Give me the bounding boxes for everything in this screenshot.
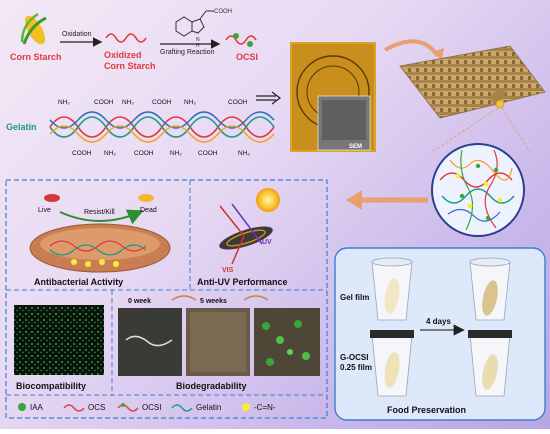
film-photo	[290, 42, 376, 152]
days-label: 4 days	[426, 317, 451, 326]
sun-icon	[256, 188, 280, 212]
legend-iaa-label: IAA	[30, 403, 44, 412]
gelatin-helix	[49, 111, 275, 143]
oxidized-label-line2: Corn Starch	[104, 61, 156, 71]
legend-ocsi-dot	[121, 403, 125, 407]
legend-ocs-swatch	[63, 404, 85, 412]
legend-ocsi-swatch	[117, 404, 139, 412]
legend-cn-label: -C=N-	[254, 403, 276, 412]
oxidized-starch-chain	[105, 33, 147, 43]
sem-label: SEM	[349, 144, 362, 150]
week0-label: 0 week	[128, 298, 151, 305]
legend-ocs-label: OCS	[88, 403, 105, 412]
group-bottom: COOH	[72, 150, 92, 157]
resist-kill-label: Resist/Kill	[84, 209, 115, 216]
vis-label: VIS	[222, 267, 234, 274]
biodegradability-images	[118, 295, 320, 376]
ocsi-label: OCSI	[236, 52, 258, 62]
food-preservation-title: Food Preservation	[387, 405, 466, 415]
group-top: NH₂	[58, 99, 70, 106]
group-top: NH₂	[122, 99, 134, 106]
grafting-label: Grafting Reaction	[160, 49, 215, 56]
molecule-h: H	[196, 43, 200, 49]
ocsi-iaa-dot	[247, 41, 253, 47]
anti-uv-title: Anti-UV Performance	[197, 277, 288, 287]
indole-molecule	[175, 10, 214, 37]
to-fabric-arrowhead	[432, 48, 444, 60]
implies-arrow	[256, 91, 281, 105]
ocsi-iaa-dot	[233, 33, 239, 39]
group-top: COOH	[228, 99, 248, 106]
woven-fabric	[399, 45, 546, 119]
anti-uv-panel	[219, 188, 280, 265]
gelatin-bottom-groups: COOH NH₂ COOH NH₂ COOH NH₂	[72, 150, 250, 157]
antibacterial-title: Antibacterial Activity	[34, 277, 123, 287]
group-bottom: NH₂	[238, 150, 250, 157]
group-top: COOH	[94, 99, 114, 106]
zoom-line	[501, 107, 531, 153]
corn-icon	[20, 12, 47, 45]
antibacterial-panel	[29, 194, 171, 273]
food-cups	[370, 257, 512, 397]
biocompatibility-title: Biocompatibility	[16, 381, 86, 391]
gocsi-label-line1: G-OCSI	[340, 353, 368, 362]
legend-iaa-swatch	[18, 403, 26, 411]
gocsi-label-line2: 0.25 film	[340, 363, 372, 372]
to-fabric-arrow	[384, 39, 440, 58]
biodegradability-title: Biodegradability	[176, 381, 247, 391]
legend-gelatin-swatch	[171, 404, 193, 412]
corn-starch-label: Corn Starch	[10, 52, 62, 62]
group-bottom: COOH	[134, 150, 154, 157]
gel-film-label: Gel film	[340, 293, 369, 302]
uv-label: UV	[262, 239, 272, 246]
group-top: COOH	[152, 99, 172, 106]
legend-cn-swatch	[242, 403, 250, 411]
gelatin-label: Gelatin	[6, 122, 37, 132]
zoom-line	[431, 107, 499, 153]
molecule-n: N	[196, 37, 200, 43]
to-panels-arrowhead	[346, 190, 362, 210]
ocsi-chain	[225, 35, 257, 45]
gelatin-top-groups: NH₂ COOH NH₂ COOH NH₂ COOH	[58, 99, 248, 106]
molecule-cooh: COOH	[214, 9, 232, 15]
week5-label: 5 weeks	[200, 298, 227, 305]
legend-gelatin-label: Gelatin	[196, 403, 221, 412]
group-top: NH₂	[184, 99, 196, 106]
group-bottom: COOH	[198, 150, 218, 157]
group-bottom: NH₂	[170, 150, 182, 157]
dead-label: Dead	[140, 207, 157, 214]
legend-ocsi-label: OCSI	[142, 403, 162, 412]
properties-frame	[5, 179, 328, 419]
live-label: Live	[38, 207, 51, 214]
oxidation-label: Oxidation	[62, 31, 92, 38]
food-preservation-panel	[334, 247, 546, 421]
group-bottom: NH₂	[104, 150, 116, 157]
legend: IAA OCS OCSI Gelatin -C=N-	[18, 403, 276, 412]
network-circle	[431, 143, 525, 237]
biocompatibility-image	[14, 305, 104, 375]
oxidized-label-line1: Oxidized	[104, 50, 142, 60]
